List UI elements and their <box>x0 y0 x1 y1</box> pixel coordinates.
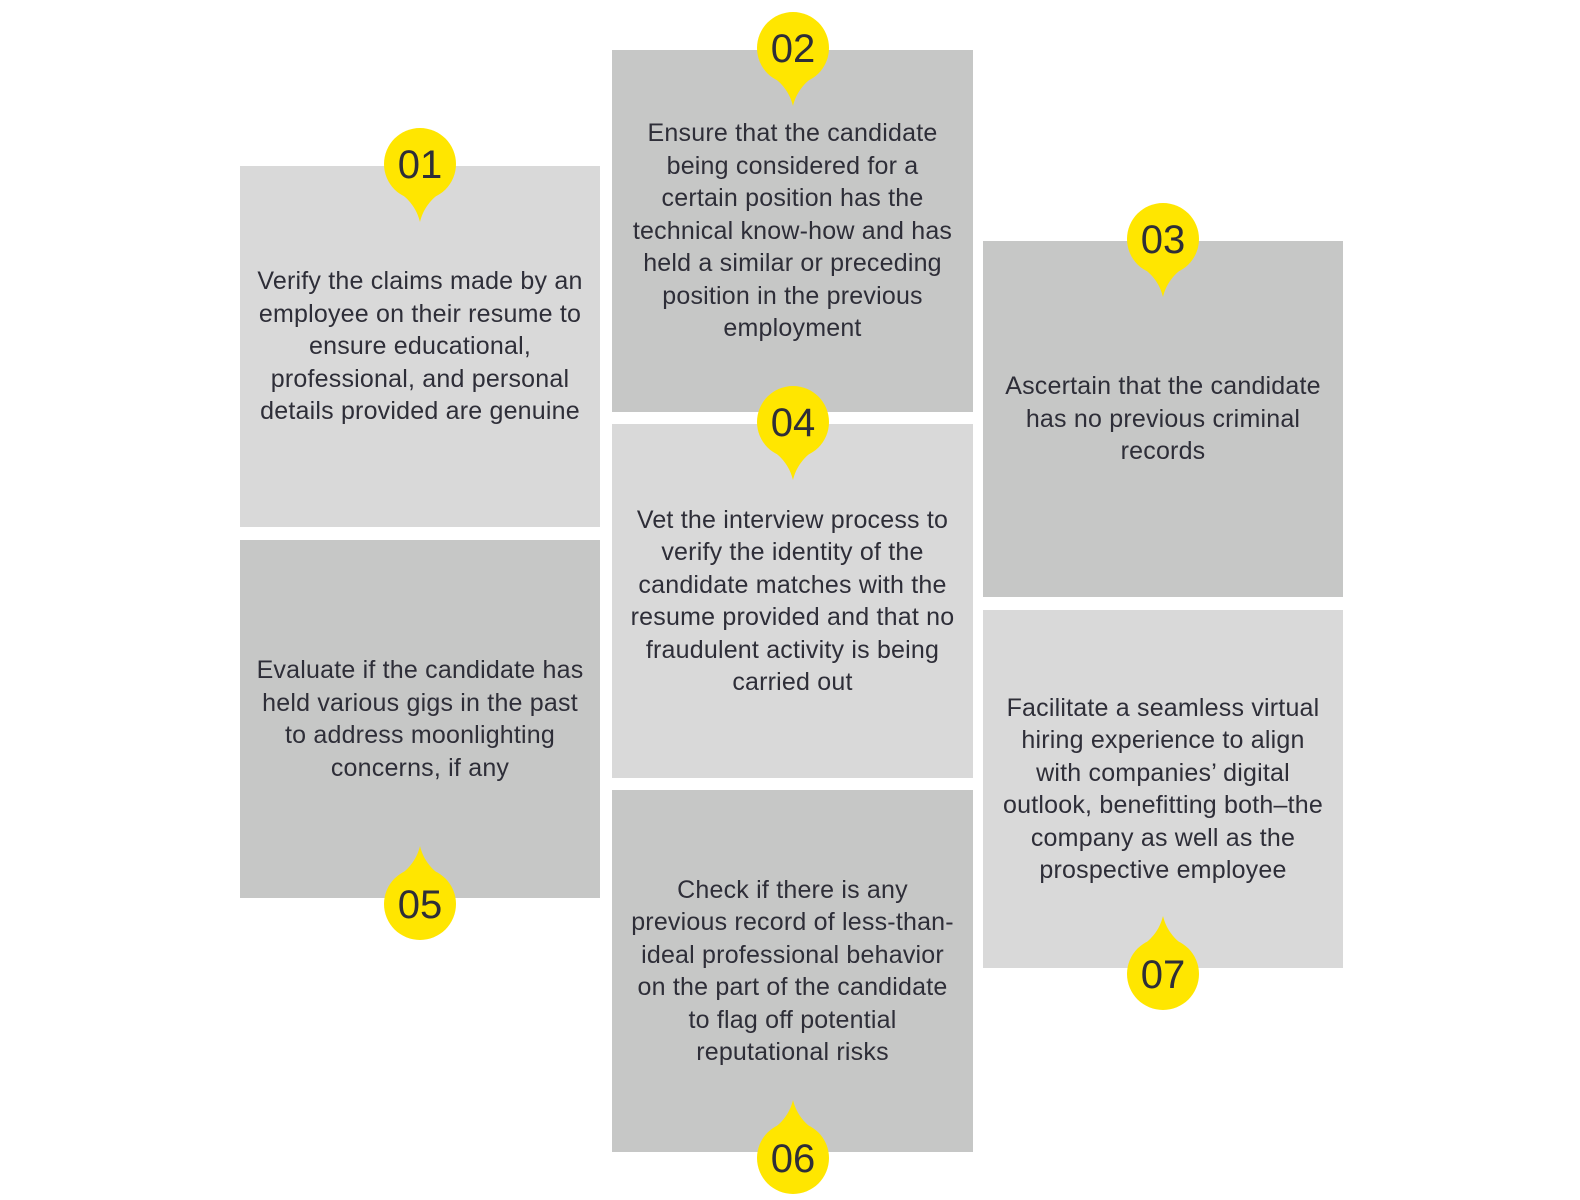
step-07-number: 07 <box>1141 953 1186 997</box>
step-box-01: 01 Verify the claims made by an employee… <box>240 128 600 527</box>
step-02-number: 02 <box>770 27 815 71</box>
step-01-number: 01 <box>398 143 443 187</box>
step-02-text: Ensure that the candidate being consider… <box>632 119 953 343</box>
step-03-text: Ascertain that the candidate has no prev… <box>1005 372 1321 466</box>
step-box-06: 06 Check if there is any previous record… <box>612 790 973 1194</box>
step-04-text: Vet the interview process to verify the … <box>630 505 955 697</box>
step-07-pin-badge: 07 <box>1127 916 1199 1010</box>
step-01-text: Verify the claims made by an employee on… <box>257 267 583 426</box>
step-07-text: Facilitate a seamless virtual hiring exp… <box>1003 693 1323 885</box>
step-05-pin-badge: 05 <box>384 846 456 940</box>
step-04-number: 04 <box>770 401 815 445</box>
step-04-pin-badge: 04 <box>756 386 829 480</box>
step-03-pin-badge: 03 <box>1127 203 1199 297</box>
step-box-07: 07 Facilitate a seamless virtual hiring … <box>983 610 1343 1010</box>
step-box-05: 05 Evaluate if the candidate has held va… <box>240 540 600 940</box>
step-06-text: Check if there is any previous record of… <box>631 875 954 1067</box>
step-01-pin-badge: 01 <box>384 128 456 222</box>
step-06-pin-badge: 06 <box>756 1100 829 1194</box>
step-box-04: 04 Vet the interview process to verify t… <box>612 386 973 778</box>
step-box-02: 02 Ensure that the candidate being consi… <box>612 12 973 412</box>
step-05-number: 05 <box>398 883 443 927</box>
step-02-pin-badge: 02 <box>756 12 829 106</box>
step-05-text: Evaluate if the candidate has held vario… <box>256 656 584 782</box>
step-03-number: 03 <box>1141 218 1186 262</box>
step-06-number: 06 <box>770 1137 815 1181</box>
step-box-03: 03 Ascertain that the candidate has no p… <box>983 203 1343 597</box>
